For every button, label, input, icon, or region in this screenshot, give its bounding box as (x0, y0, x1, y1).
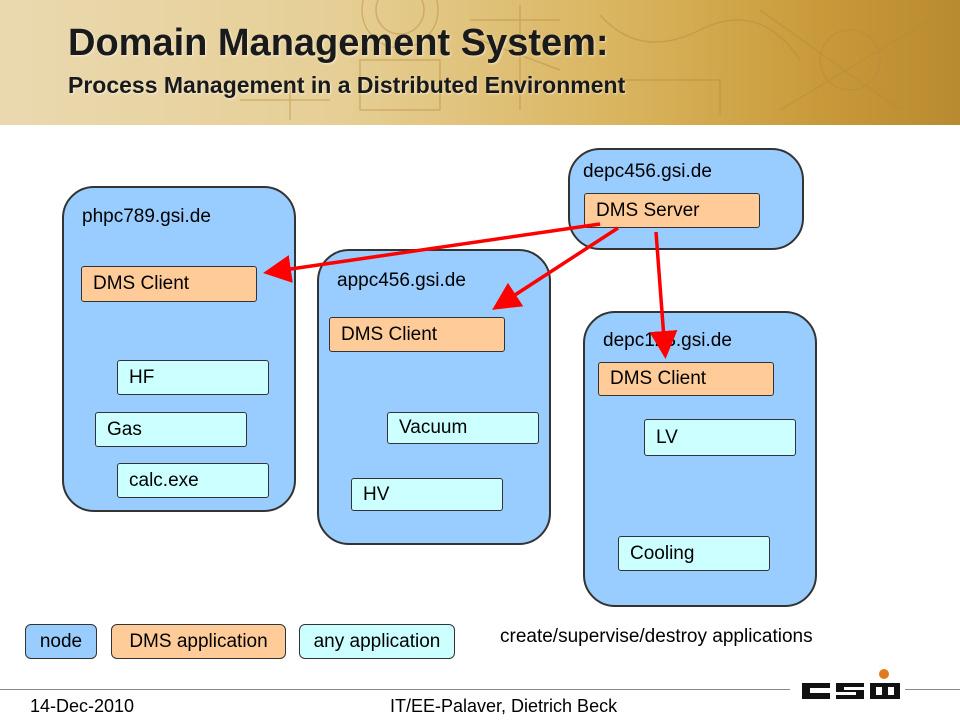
footer-divider-right (905, 689, 960, 690)
app-cooling: Cooling (618, 536, 770, 571)
node-hostname-phpc789: phpc789.gsi.de (82, 206, 211, 227)
slide-subtitle: Process Management in a Distributed Envi… (68, 72, 626, 98)
app-vacuum: Vacuum (387, 412, 539, 444)
footer-date: 14-Dec-2010 (30, 696, 135, 716)
header-background-artwork (240, 0, 931, 120)
gsi-logo (802, 669, 900, 699)
app-calc-exe: calc.exe (117, 463, 269, 498)
app-dms-client-appc456: DMS Client (329, 317, 505, 352)
legend-node: node (25, 624, 97, 659)
app-gas: Gas (95, 412, 247, 447)
node-hostname-depc456: depc456.gsi.de (583, 161, 712, 182)
app-hv: HV (351, 478, 503, 511)
app-dms-client-depc123: DMS Client (598, 362, 774, 396)
arrow-server-to-phpc789 (263, 222, 601, 283)
slide-header: Domain Management System: Process Manage… (0, 0, 960, 125)
arrow-server-to-appc456 (492, 226, 619, 310)
footer-divider (0, 689, 790, 690)
app-dms-client-phpc789: DMS Client (81, 266, 257, 302)
legend-dms-application: DMS application (111, 624, 286, 659)
arrow-server-to-depc123 (649, 231, 678, 359)
app-lv: LV (644, 419, 796, 456)
slide-title: Domain Management System: (68, 22, 609, 64)
app-dms-server: DMS Server (584, 193, 760, 228)
app-hf: HF (117, 360, 269, 395)
legend-any-application: any application (299, 624, 455, 659)
node-hostname-appc456: appc456.gsi.de (337, 270, 466, 291)
node-phpc789 (62, 186, 296, 512)
footer-author: IT/EE-Palaver, Dietrich Beck (390, 696, 618, 716)
legend-arrow-description: create/supervise/destroy applications (500, 626, 813, 647)
